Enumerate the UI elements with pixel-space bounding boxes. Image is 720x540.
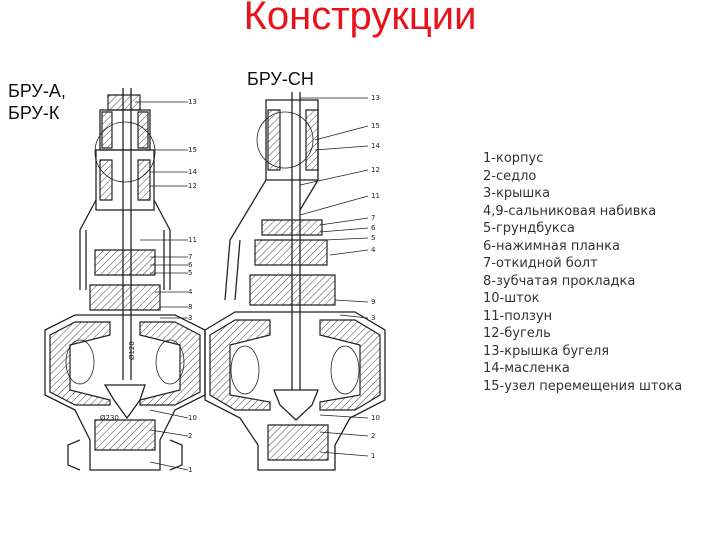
right-callout-numbers: 13 15 14 12 11 7 6 5 4 9 3 10 2 1: [371, 94, 380, 460]
callout-number: 3: [188, 314, 192, 322]
callout-number: 12: [188, 182, 197, 190]
legend-item: 5-грундбукса: [483, 221, 575, 236]
valve-drawing-bru-sn: [204, 92, 386, 471]
callout-number: 13: [188, 98, 197, 106]
legend-item: 12-бугель: [483, 326, 551, 341]
callout-number: 4: [188, 288, 193, 296]
label-bru-sn: БРУ-СН: [247, 69, 314, 89]
legend-item: 3-крышка: [483, 186, 551, 201]
callout-number: 10: [188, 414, 197, 422]
callout-number: 6: [371, 224, 376, 232]
callout-number: 11: [371, 192, 380, 200]
callout-number: 12: [371, 166, 380, 174]
left-callout-numbers: 13 15 14 12 11 765 4 8 3 10 2 1: [188, 98, 197, 474]
legend-item: 6-нажимная планка: [483, 238, 620, 254]
label-bru-a-k: БРУ-А, БРУ-К: [8, 80, 66, 124]
dim-d230: Ø230: [100, 414, 119, 422]
label-bru-a: БРУ-А,: [8, 81, 66, 101]
callout-number: 15: [371, 122, 380, 130]
legend-item: 4,9-сальниковая набивка: [483, 203, 657, 219]
callout-number: 1: [371, 452, 375, 460]
dim-d120: Ø120: [128, 341, 136, 360]
callout-number: 11: [188, 236, 197, 244]
callout-number: 1: [188, 466, 192, 474]
legend-item: 8-зубчатая прокладка: [483, 273, 636, 289]
callout-number: 8: [188, 303, 192, 311]
callout-number: 15: [188, 146, 197, 154]
callout-number: 13: [371, 94, 380, 102]
page-title: Конструкции: [243, 0, 477, 38]
legend-item: 1-корпус: [483, 151, 544, 166]
legend-item: 14-масленка: [483, 361, 570, 376]
callout-number: 10: [371, 414, 380, 422]
callout-number: 4: [371, 246, 376, 254]
callout-number: 7: [371, 214, 375, 222]
callout-number: 2: [188, 432, 192, 440]
legend-item: 10-шток: [483, 291, 540, 306]
callout-number: 5: [371, 234, 375, 242]
legend-item: 15-узел перемещения штока: [483, 378, 683, 394]
callout-number: 14: [188, 168, 197, 176]
label-bru-k: БРУ-К: [8, 103, 60, 123]
parts-legend: 1-корпус 2-седло 3-крышка 4,9-сальниковая н…: [483, 150, 682, 395]
legend-item: 7-откидной болт: [483, 256, 598, 271]
legend-item: 13-крышка бугеля: [483, 343, 610, 359]
legend-item: 2-седло: [483, 168, 537, 184]
callout-number: 14: [371, 142, 380, 150]
callout-number: 7: [188, 253, 192, 261]
callout-number: 6: [188, 261, 193, 269]
callout-number: 5: [188, 269, 192, 277]
valve-drawing-bru-a-k: Ø230 Ø120: [44, 88, 206, 471]
legend-item: 11-ползун: [483, 308, 553, 324]
callout-number: 3: [371, 314, 375, 322]
callout-number: 2: [371, 432, 375, 440]
callout-number: 9: [371, 298, 375, 306]
